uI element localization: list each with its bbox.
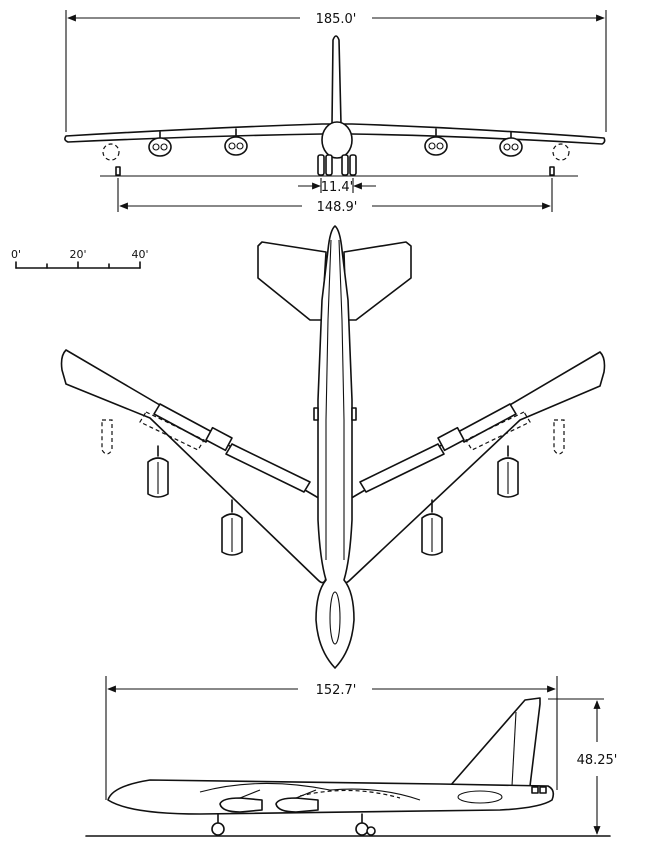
plan-right-wing — [341, 351, 606, 584]
main-gear-track-label: 11.4' — [321, 180, 354, 195]
front-view: 185.0' — [64, 10, 607, 215]
side-tail-fin — [449, 697, 541, 787]
side-rear-wheel — [355, 822, 369, 836]
wingspan-label: 185.0' — [316, 12, 357, 27]
plan-engine-pods — [147, 445, 519, 556]
front-tail-fin — [331, 35, 342, 125]
plan-left-wing — [60, 349, 327, 584]
front-engine-pods — [148, 128, 523, 157]
front-fuselage — [321, 121, 353, 159]
side-front-wheel — [211, 822, 225, 836]
outrigger-track-label: 148.9' — [317, 200, 358, 215]
side-fuselage — [107, 779, 555, 815]
side-engine-pod-1 — [219, 797, 263, 813]
side-view: 152.7' 48.25' — [85, 676, 618, 837]
plan-left-stabilizer — [257, 241, 327, 321]
plan-tank-left — [101, 419, 113, 455]
height-label: 48.25' — [577, 753, 618, 768]
scale-label-20: 20' — [69, 248, 86, 261]
scale-bar: 0' 20' 40' — [11, 248, 149, 269]
plan-right-stabilizer — [343, 241, 412, 321]
side-engine-pod-2 — [275, 797, 319, 813]
plan-view — [60, 225, 606, 669]
front-tank-right — [552, 143, 570, 161]
scale-label-0: 0' — [11, 248, 21, 261]
scale-label-40: 40' — [131, 248, 148, 261]
length-label: 152.7' — [316, 683, 357, 698]
plan-tank-right — [553, 419, 565, 455]
front-tank-left — [102, 143, 120, 161]
